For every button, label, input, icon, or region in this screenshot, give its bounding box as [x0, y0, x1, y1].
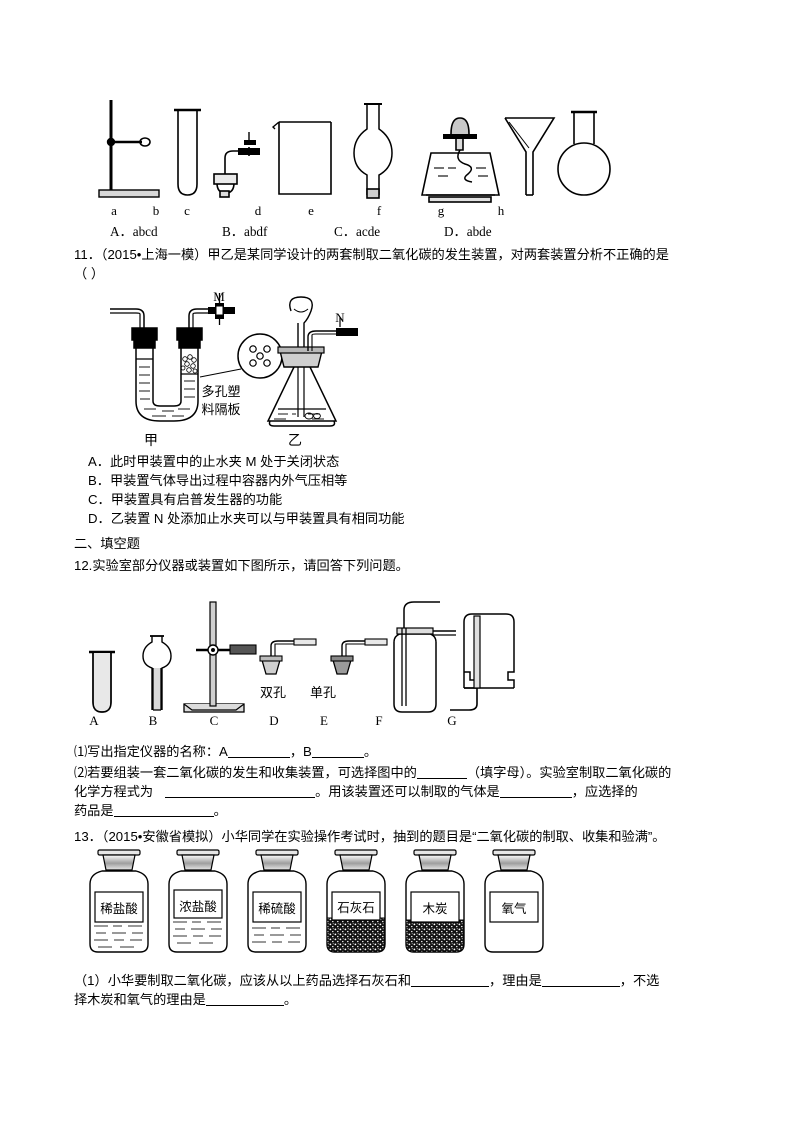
q12-blank-gas[interactable]	[499, 784, 572, 798]
q11-annotation-line2: 料隔板	[201, 402, 241, 417]
q10-option-d: D．abde	[444, 224, 492, 239]
q11-option-d: D．乙装置 N 处添加止水夹可以与甲装置具有相同功能	[88, 511, 405, 526]
q12-blank-equation[interactable]	[165, 784, 316, 798]
q12-sub2-text-f: 药品是	[74, 803, 114, 818]
q11-label-yi: 乙	[288, 432, 302, 448]
q12-sub2-line3: 药品是 。	[74, 801, 227, 820]
q12-sub2-text-g: 。	[213, 803, 227, 818]
q13-sub1-text-d: 择木炭和氧气的理由是	[74, 992, 206, 1007]
q12-label-F: F	[375, 713, 383, 728]
q11-stem-line1: 11．（2015•上海一模）甲乙是某同学设计的两套制取二氧化碳的发生装置，对两套…	[74, 247, 669, 262]
q13-stem: 13．（2015•安徽省模拟）小华同学在实验操作考试时，抽到的题目是“二氧化碳的…	[74, 829, 666, 844]
q13-sub1-line2: 择木炭和氧气的理由是 。	[74, 990, 297, 1009]
q13-blank-reason1[interactable]	[541, 973, 620, 987]
q12-sub2-text-d: 。用该装置还可以制取的气体是	[315, 784, 500, 799]
q10-option-a: A．abcd	[110, 224, 158, 239]
q13-bottle-label-6: 氧气	[501, 902, 527, 916]
apparatus-label-a: a	[111, 203, 117, 218]
q13-reagent-bottles	[82, 848, 552, 958]
q10-option-c: C．acde	[334, 224, 381, 239]
q13-sub1-text-e: 。	[283, 992, 298, 1007]
q12-blank-A[interactable]	[227, 744, 290, 758]
q10-option-b: B．abdf	[222, 224, 268, 239]
q13-bottle-label-1: 稀盐酸	[100, 902, 138, 916]
q13-bottle-label-4: 石灰石	[337, 901, 375, 915]
q13-sub1-text-a: （1）小华要制取二氧化碳，应该从以上药品选择石灰石和	[74, 973, 412, 988]
q11-label-N: N	[335, 310, 345, 325]
q12-sub1-mid: ，B	[289, 744, 312, 759]
q12-sublabel-E: 单孔	[309, 685, 336, 700]
q12-label-D: D	[269, 713, 279, 728]
apparatus-row-top	[86, 96, 611, 204]
q12-label-B: B	[148, 713, 158, 728]
q12-sub1-prefix: ⑴写出指定仪器的名称：A	[74, 744, 228, 759]
q12-apparatus-G	[450, 600, 516, 718]
q11-annotation-line1: 多孔塑	[201, 384, 241, 399]
q12-blank-reagent[interactable]	[113, 803, 214, 817]
q13-sub1-text-c: ，不选	[619, 973, 660, 988]
apparatus-label-d: d	[254, 203, 262, 218]
section-2-heading: 二、填空题	[74, 536, 140, 551]
q12-blank-letters[interactable]	[416, 765, 467, 779]
q12-label-C: C	[209, 713, 219, 728]
q13-bottle-label-5: 木炭	[422, 902, 448, 916]
q13-blank-reason2[interactable]	[205, 992, 284, 1006]
q12-sub2-line1: ⑵若要组装一套二氧化碳的发生和收集装置，可选择图中的 （填字母）。实验室制取二氧化…	[74, 763, 671, 782]
q11-option-a: A．此时甲装置中的止水夹 M 处于关闭状态	[88, 454, 340, 469]
q12-sub2-line2: 化学方程式为 。用该装置还可以制取的气体是 ，应选择的	[74, 782, 638, 801]
q11-apparatus-diagram	[108, 289, 358, 439]
q11-label-M: M	[213, 289, 225, 304]
q12-sub2-text-e: ，应选择的	[571, 784, 638, 799]
q12-apparatus-diagram	[84, 598, 464, 720]
q12-sub2-text-a: ⑵若要组装一套二氧化碳的发生和收集装置，可选择图中的	[74, 765, 417, 780]
apparatus-label-h: h	[497, 203, 505, 218]
q11-label-jia: 甲	[144, 432, 158, 448]
q13-bottle-label-2: 浓盐酸	[179, 900, 217, 914]
q12-label-A: A	[89, 713, 99, 728]
q11-stem-line2: （ ）	[74, 266, 105, 281]
q12-sub2-text-b: （填字母）。实验室制取二氧化碳的	[466, 765, 672, 780]
apparatus-label-e: e	[308, 203, 314, 218]
q13-sub1-line1: （1）小华要制取二氧化碳，应该从以上药品选择石灰石和 ，理由是 ，不选	[74, 971, 659, 990]
apparatus-label-b: b	[152, 203, 160, 218]
q12-sublabel-D: 双孔	[259, 685, 286, 700]
q11-option-c: C．甲装置具有启普发生器的功能	[88, 492, 283, 507]
q12-blank-B[interactable]	[311, 744, 364, 758]
q12-label-G: G	[447, 713, 457, 728]
q11-option-b: B．甲装置气体导出过程中容器内外气压相等	[88, 473, 348, 488]
q12-sub1: ⑴写出指定仪器的名称：A ，B 。	[74, 742, 377, 761]
q12-stem: 12.实验室部分仪器或装置如下图所示，请回答下列问题。	[74, 558, 409, 573]
q12-label-E: E	[320, 713, 328, 728]
apparatus-label-g: g	[437, 203, 445, 218]
apparatus-label-f: f	[376, 203, 382, 218]
apparatus-label-c: c	[184, 203, 190, 218]
q13-sub1-text-b: ，理由是	[489, 973, 542, 988]
q12-sub1-suffix: 。	[363, 744, 378, 759]
q13-blank-reagent[interactable]	[411, 973, 490, 987]
q12-sub2-text-c: 化学方程式为	[74, 784, 154, 799]
q13-bottle-label-3: 稀硫酸	[258, 902, 296, 916]
